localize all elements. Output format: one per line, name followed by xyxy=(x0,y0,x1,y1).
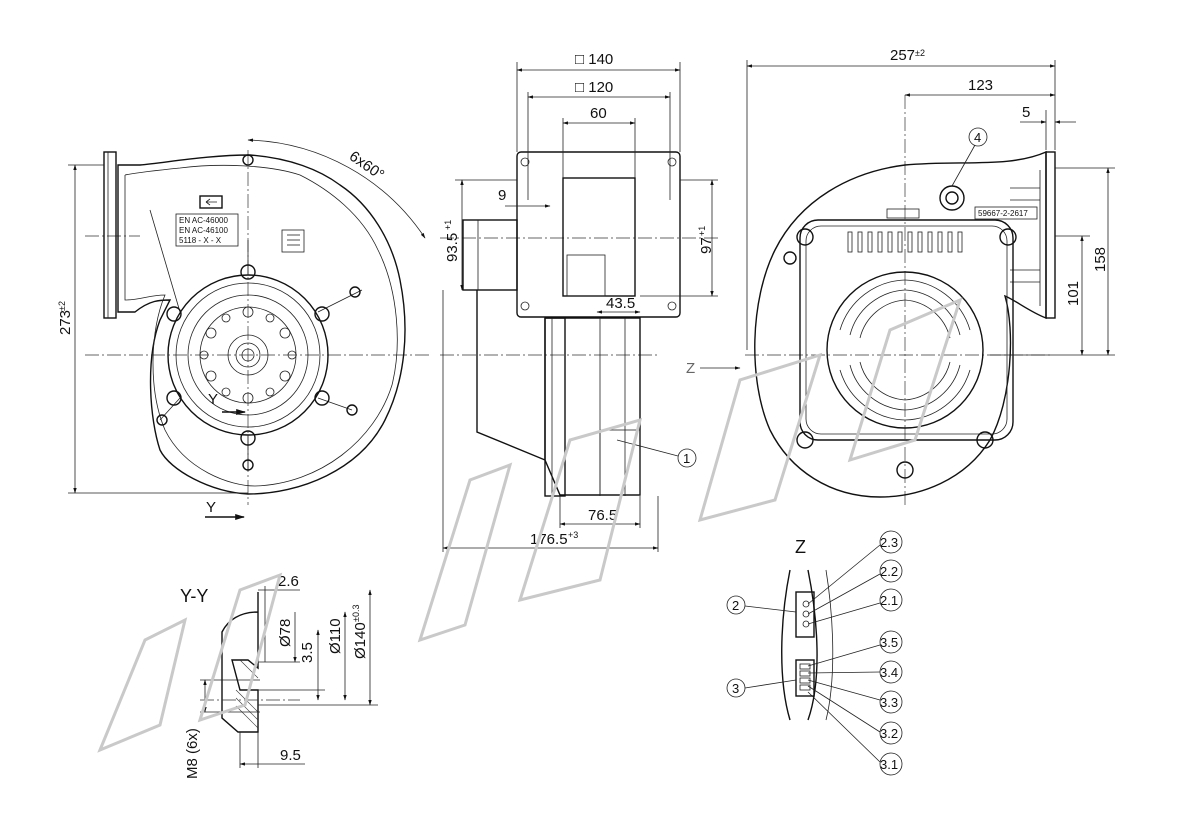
detail-z-housing xyxy=(781,569,818,721)
section-dim-140-tol: ±0.3 xyxy=(351,605,361,622)
callout-3-3: 3.3 xyxy=(880,695,898,710)
connector-2 xyxy=(795,591,815,638)
side-z-arrow-label: Z xyxy=(686,360,695,377)
section-dim-3-5: 3.5 xyxy=(299,642,316,663)
front-section-y-bottom: Y xyxy=(206,499,216,516)
back-outlet-flange xyxy=(1045,151,1056,319)
back-dim-101: 101 xyxy=(1065,281,1082,306)
side-dim-97-tol: +1 xyxy=(697,226,707,236)
section-dim-140: Ø140 xyxy=(352,622,369,659)
section-m8-label: M8 (6x) xyxy=(184,728,201,779)
side-dim-93-tol: +1 xyxy=(443,220,453,230)
back-label-code: 59667-2-2617 xyxy=(978,209,1028,218)
callout-1: 1 xyxy=(683,451,690,466)
callout-3-2: 3.2 xyxy=(880,726,898,741)
front-section-y-top: Y xyxy=(208,391,218,408)
callout-3-1: 3.1 xyxy=(880,757,898,772)
detail-z: Z 2 3 2.3 2.2 2.1 3.5 3.4 xyxy=(726,530,903,776)
side-dim-76: 76.5 xyxy=(588,507,617,524)
callout-3: 3 xyxy=(732,681,739,696)
back-view: 59667-2-2617 4 257 ±2 123 5 158 101 xyxy=(745,47,1115,505)
callout-2-3: 2.3 xyxy=(880,535,898,550)
side-dim-43: 43.5 xyxy=(606,295,635,312)
back-dim-158: 158 xyxy=(1092,247,1109,272)
side-outlet-duct xyxy=(462,219,518,291)
callout-4: 4 xyxy=(974,130,981,145)
section-dim-2-6: 2.6 xyxy=(278,573,299,590)
front-label-en2: EN AC-46100 xyxy=(179,226,228,235)
side-dim-93: 93.5 xyxy=(444,233,461,262)
detail-z-title: Z xyxy=(795,537,806,557)
callout-3-5: 3.5 xyxy=(880,635,898,650)
back-grille xyxy=(826,271,984,429)
callout-2-1: 2.1 xyxy=(880,593,898,608)
side-dim-176-tol: +3 xyxy=(568,530,578,540)
front-label-en1: EN AC-46000 xyxy=(179,216,228,225)
watermark-logo xyxy=(97,297,963,753)
side-flange-square xyxy=(516,151,681,318)
side-dim-140: □ 140 xyxy=(575,51,613,68)
back-dim-5: 5 xyxy=(1022,104,1030,121)
callout-2-2: 2.2 xyxy=(880,564,898,579)
section-yy-title: Y-Y xyxy=(180,586,208,606)
back-dim-123: 123 xyxy=(968,77,993,94)
side-view: □ 140 □ 120 60 9 93.5 +1 97 +1 43.5 xyxy=(440,51,741,552)
callout-3-4: 3.4 xyxy=(880,665,898,680)
section-yy: Y-Y 2.6 Ø78 3.5 Ø110 Ø140 ±0.3 M8 (6x) 9… xyxy=(180,573,378,779)
front-height-label: 273 xyxy=(57,310,74,335)
side-dim-60: 60 xyxy=(590,105,607,122)
side-body xyxy=(476,290,641,496)
side-dim-9: 9 xyxy=(498,187,506,204)
front-outlet-flange xyxy=(103,151,117,319)
back-motor-plate xyxy=(799,219,1014,441)
section-dim-9-5: 9.5 xyxy=(280,747,301,764)
front-view: EN AC-46000 EN AC-46100 5118 - X - X 6x6… xyxy=(57,138,430,520)
side-dim-97: 97 xyxy=(698,237,715,254)
front-height-tol: ±2 xyxy=(57,301,67,311)
front-housing-outline xyxy=(117,154,406,495)
back-dim-257: 257 xyxy=(890,47,915,64)
section-dim-78: Ø78 xyxy=(277,619,294,647)
back-dim-257-tol: ±2 xyxy=(915,48,925,58)
side-dim-120: □ 120 xyxy=(575,79,613,96)
callout-2: 2 xyxy=(732,598,739,613)
section-dim-110: Ø110 xyxy=(327,618,344,654)
section-yy-profile xyxy=(221,592,259,733)
front-label-model: 5118 - X - X xyxy=(179,236,222,245)
connector-3 xyxy=(795,659,815,697)
